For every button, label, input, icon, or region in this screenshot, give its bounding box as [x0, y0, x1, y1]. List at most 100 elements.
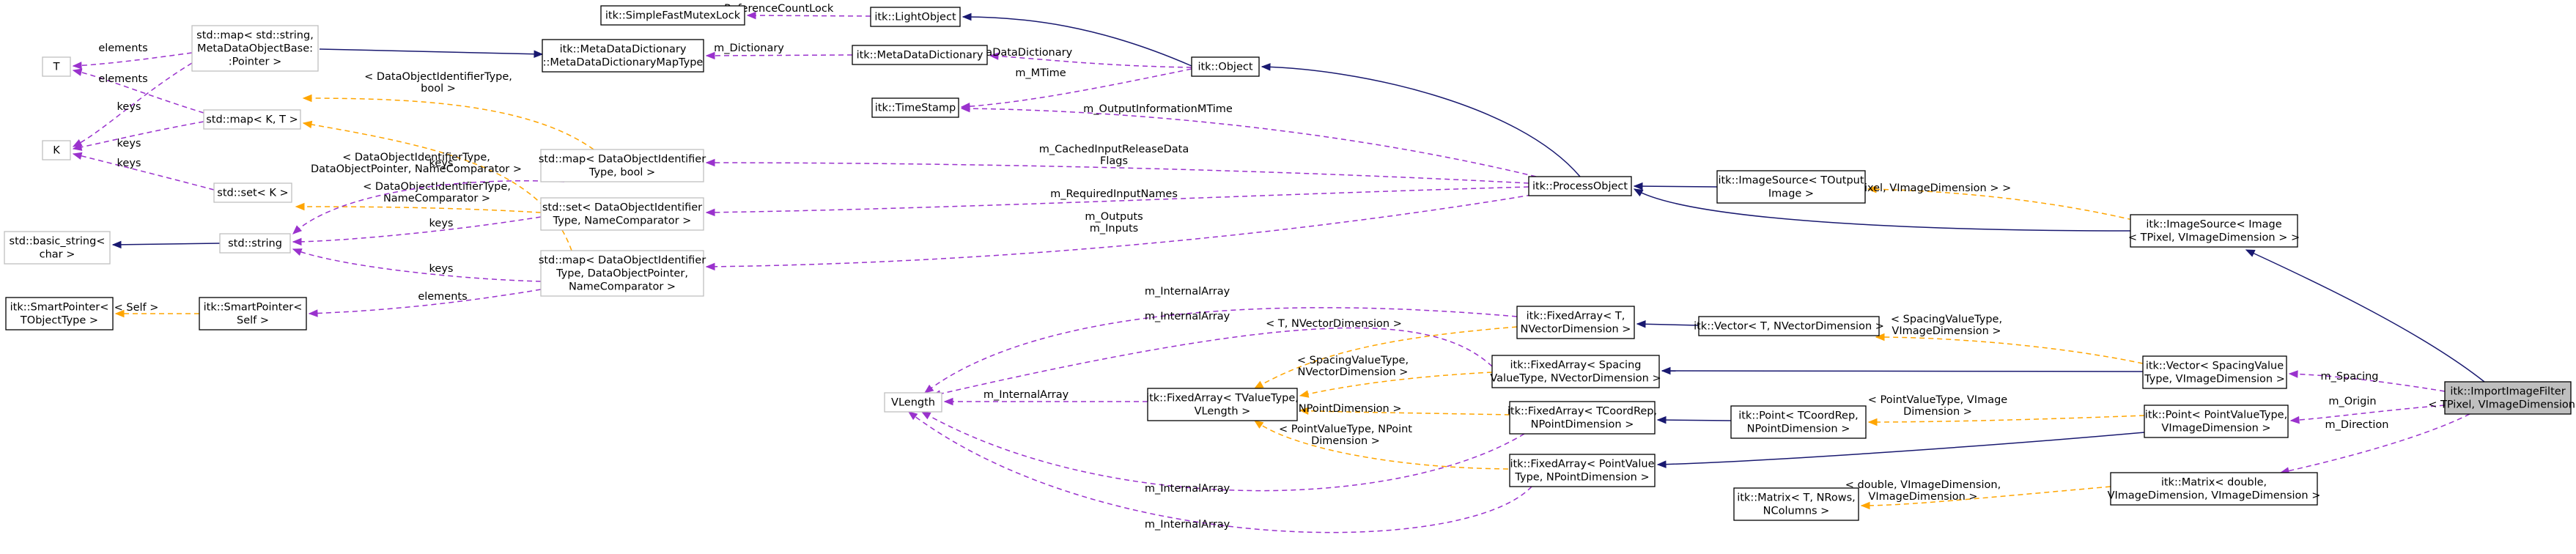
node-label: TObjectType >	[20, 315, 98, 327]
edge-line	[292, 216, 542, 243]
arrowhead-icon	[960, 104, 970, 113]
node-label: itk::ImageSource< Image	[2146, 219, 2281, 231]
edge-e_vector_tmpl: < SpacingValueType,VImageDimension >	[1875, 314, 2144, 364]
class-node-facoord[interactable]: itk::FixedArray< TCoordRep,NPointDimensi…	[1507, 401, 1657, 435]
edge-label: elements	[418, 291, 467, 303]
node-box	[540, 149, 704, 182]
class-node-basicstr[interactable]: std::basic_string<char >	[4, 231, 111, 265]
class-node-importfilter[interactable]: itk::ImportImageFilter< TPixel, VImageDi…	[2428, 381, 2576, 415]
node-label: VImageDimension, VImageDimension >	[2108, 490, 2321, 502]
edge-line	[747, 15, 871, 17]
class-node-processobject[interactable]: itk::ProcessObject	[1528, 176, 1632, 196]
arrowhead-icon	[295, 202, 305, 211]
node-box	[871, 97, 959, 118]
class-node-timestamp[interactable]: itk::TimeStamp	[871, 97, 959, 118]
class-node-mapbool[interactable]: std::map< DataObjectIdentifierType, bool…	[539, 149, 706, 182]
node-label: MetaDataObjectBase:	[197, 43, 313, 55]
arrowhead-icon	[1261, 63, 1271, 71]
node-label: Image >	[1768, 188, 1814, 200]
node-box	[1509, 454, 1656, 487]
class-node-mdd[interactable]: itk::MetaDataDictionary	[852, 45, 988, 65]
class-node-object[interactable]: itk::Object	[1191, 56, 1260, 77]
class-node-setk[interactable]: std::set< K >	[213, 182, 292, 203]
edge-e_imgsrc_filter	[2245, 249, 2485, 383]
edge-label: < double, VImageDimension,	[1845, 479, 2001, 491]
edge-e_ia_fapoint: m_InternalArray	[907, 411, 1532, 533]
edge-e_K_keys2: keys	[72, 121, 204, 151]
edge-e_mapbool_tmpl: < DataObjectIdentifierType,bool >	[302, 71, 594, 150]
edge-line	[989, 55, 1192, 68]
class-node-fatv[interactable]: itk::FixedArray< TValueType,VLength >	[1146, 388, 1299, 421]
class-node-K[interactable]: K	[42, 140, 71, 160]
edge-e_T_elements: elements	[72, 43, 193, 70]
edge-line	[112, 243, 221, 245]
class-node-fapoint[interactable]: itk::FixedArray< PointValueType, NPointD…	[1509, 454, 1656, 487]
class-node-mapdoid[interactable]: std::map< DataObjectIdentifierType, Data…	[539, 250, 706, 297]
arrowhead-icon	[1633, 188, 1644, 197]
edge-e_lo_obj	[962, 12, 1192, 67]
node-label: itk::Matrix< T, NRows,	[1737, 492, 1856, 504]
node-label: itk::MetaDataDictionary	[560, 44, 687, 56]
edge-line	[1636, 323, 1700, 326]
arrowhead-icon	[1299, 390, 1310, 398]
class-node-T[interactable]: T	[42, 56, 71, 77]
edge-e_fatn_vector	[1636, 320, 1700, 328]
class-node-pointcoord[interactable]: itk::Point< TCoordRep,NPointDimension >	[1730, 405, 1867, 439]
class-node-stdstring[interactable]: std::string	[219, 233, 291, 254]
edge-label: m_MTime	[1015, 67, 1066, 79]
edge-line	[1634, 188, 2131, 232]
node-label: < TPixel, VImageDimension >	[2428, 399, 2576, 411]
class-node-matrixd[interactable]: itk::Matrix< double,VImageDimension, VIm…	[2108, 472, 2321, 506]
node-box	[1528, 176, 1632, 196]
edge-line	[309, 289, 542, 314]
class-node-imgsrcimg[interactable]: itk::ImageSource< Image< TPixel, VImageD…	[2128, 214, 2300, 248]
class-node-fatn[interactable]: itk::FixedArray< T,NVectorDimension >	[1516, 306, 1635, 339]
edge-line	[961, 68, 1192, 108]
edge-label: keys	[429, 263, 454, 275]
class-node-sp[interactable]: itk::SmartPointer<TObjectType >	[5, 297, 114, 330]
arrowhead-icon	[72, 68, 83, 76]
node-box	[1733, 487, 1859, 521]
node-label: itk::LightObject	[874, 12, 956, 23]
arrowhead-icon	[1656, 416, 1667, 424]
arrowhead-icon	[705, 51, 715, 60]
arrowhead-icon	[1867, 418, 1878, 426]
class-node-mapstr[interactable]: std::map< std::string,MetaDataObjectBase…	[191, 25, 319, 72]
arrowhead-icon	[962, 12, 972, 21]
class-node-vlength[interactable]: VLength	[884, 392, 942, 413]
class-node-matrixtn[interactable]: itk::Matrix< T, NRows,NColumns >	[1733, 487, 1859, 521]
edge-line	[1875, 336, 2144, 364]
node-box	[42, 56, 71, 77]
node-label: itk::SmartPointer<	[204, 302, 303, 314]
node-label: VLength	[891, 397, 935, 409]
class-node-vectorspacing[interactable]: itk::Vector< SpacingValueType, VImageDim…	[2142, 355, 2287, 389]
class-node-setdoid[interactable]: std::set< DataObjectIdentifierType, Name…	[540, 197, 704, 231]
edge-label: elements	[98, 73, 147, 85]
node-label: Type, VImageDimension >	[2144, 374, 2285, 385]
class-node-faspacing[interactable]: itk::FixedArray< SpacingValueType, NVect…	[1490, 355, 1661, 388]
edge-label: elements	[98, 43, 147, 54]
class-node-mddmap[interactable]: itk::MetaDataDictionary::MetaDataDiction…	[542, 39, 704, 73]
node-label: itk::ImportImageFilter	[2450, 386, 2565, 398]
arrowhead-icon	[72, 62, 82, 70]
arrowhead-icon	[534, 50, 544, 58]
class-node-spself[interactable]: itk::SmartPointer<Self >	[199, 297, 307, 330]
edge-line	[292, 248, 542, 282]
node-label: std::map< DataObjectIdentifier	[539, 255, 706, 267]
edge-line	[295, 206, 542, 213]
edge-e_fapoint_tmpl: < PointValueType, NPointDimension >	[1253, 420, 1518, 470]
class-node-lightobject[interactable]: itk::LightObject	[870, 7, 961, 27]
class-node-mapkt[interactable]: std::map< K, T >	[203, 109, 301, 130]
edge-line	[1657, 419, 1732, 421]
class-node-pointvalue[interactable]: itk::Point< PointValueType,VImageDimensi…	[2144, 405, 2289, 438]
edge-label: m_Dictionary	[714, 43, 784, 54]
node-box	[1698, 316, 1880, 336]
node-label: ::MetaDataDictionaryMapType	[543, 57, 704, 69]
node-box	[1491, 355, 1660, 388]
edge-e_T_elements2: elements	[72, 68, 204, 114]
edge-line	[931, 327, 1493, 396]
class-node-vectortn[interactable]: itk::Vector< T, NVectorDimension >	[1694, 316, 1884, 336]
class-node-mutex[interactable]: itk::SimpleFastMutexLock	[600, 5, 745, 26]
